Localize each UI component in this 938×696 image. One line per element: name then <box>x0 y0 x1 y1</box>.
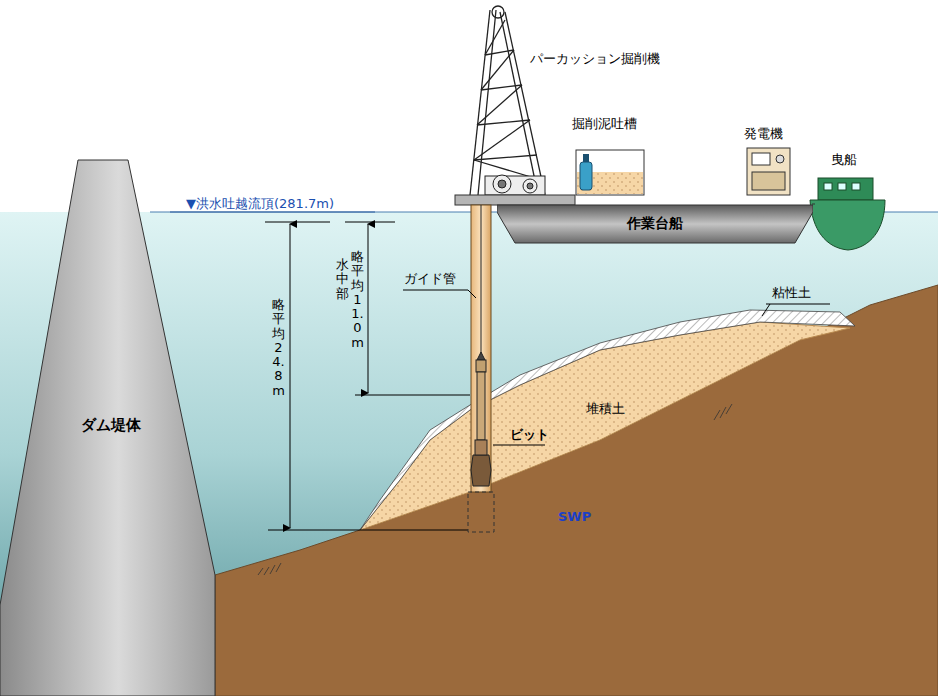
work-barge: 作業台船 <box>497 203 813 245</box>
work-barge-shape <box>497 205 813 243</box>
generator-label: 発電機 <box>744 127 783 142</box>
pipe-label: ガイド管 <box>404 272 456 287</box>
soil-label: 粘性土 <box>772 286 811 301</box>
machine-label: パーカッション掘削機 <box>530 52 660 67</box>
layer-label: SWP <box>558 510 591 525</box>
node-text: 作業台船 <box>627 215 683 233</box>
tank-label: 掘削泥吐槽 <box>572 117 637 132</box>
node-text: ダム堤体 <box>81 416 141 435</box>
dam-body: ダム堤体 <box>0 155 222 696</box>
dam-body-shape <box>0 160 215 696</box>
dimension-label: 略平均11.0m <box>351 250 364 350</box>
bit-label: ビット <box>510 428 549 443</box>
sediment-label: 堆積土 <box>586 402 625 417</box>
water-level-label: ▼洪水吐越流頂(281.7m) <box>186 197 334 212</box>
dimension-label: 略平均24.8m <box>272 298 285 398</box>
dimension-label: 水中部 <box>336 258 349 301</box>
tugboat-label: 曳船 <box>831 153 857 168</box>
